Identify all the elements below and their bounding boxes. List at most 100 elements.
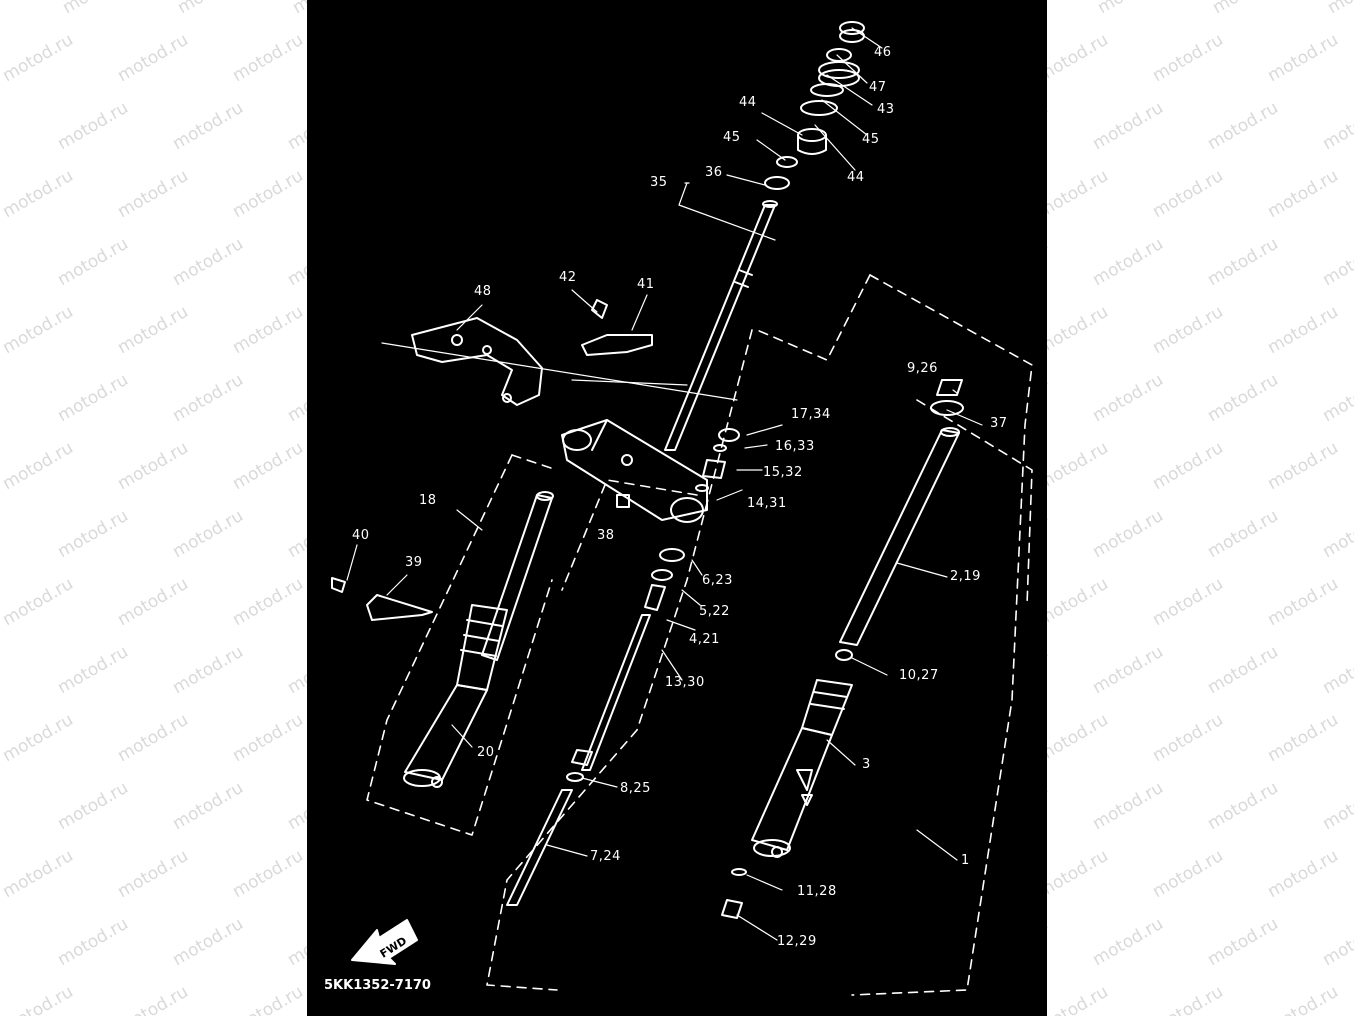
watermark-text: motod.ru <box>1149 301 1227 359</box>
watermark-text: motod.ru <box>1324 0 1354 18</box>
left-fork <box>403 491 554 788</box>
callout-4-21: 4,21 <box>689 632 720 647</box>
callout-20: 20 <box>477 745 495 760</box>
callout-41: 41 <box>637 277 655 292</box>
callout-18: 18 <box>419 493 437 508</box>
callout-9-26: 9,26 <box>907 361 938 376</box>
callout-11-28: 11,28 <box>797 884 837 899</box>
watermark-text: motod.ru <box>114 845 192 903</box>
headlight-bracket <box>411 317 543 406</box>
callout-3: 3 <box>862 757 871 772</box>
watermark-text: motod.ru <box>0 981 77 1016</box>
watermark-text: motod.ru <box>1319 777 1354 835</box>
callout-42: 42 <box>559 270 577 285</box>
watermark-text: motod.ru <box>169 913 247 971</box>
watermark-text: motod.ru <box>174 0 252 18</box>
diagram-drawing <box>331 21 1033 996</box>
watermark-text: motod.ru <box>1149 437 1227 495</box>
watermark-text: motod.ru <box>1204 777 1282 835</box>
watermark-text: motod.ru <box>114 709 192 767</box>
watermark-text: motod.ru <box>169 777 247 835</box>
watermark-text: motod.ru <box>1319 505 1354 563</box>
watermark-text: motod.ru <box>1089 641 1167 699</box>
fwd-arrow <box>351 919 418 965</box>
callout-7-24: 7,24 <box>590 849 621 864</box>
callout-35: 35 <box>650 175 668 190</box>
callout-46: 46 <box>874 45 892 60</box>
watermark-text: motod.ru <box>54 233 132 291</box>
watermark-text: motod.ru <box>1319 913 1354 971</box>
callout-45-right: 45 <box>862 132 880 147</box>
diagram-code: 5KK1352-7170 <box>324 978 431 993</box>
watermark-text: motod.ru <box>1149 29 1227 87</box>
watermark-text: motod.ru <box>1149 165 1227 223</box>
parts-diagram: FWD 46 47 43 45 44 44 45 36 35 42 41 48 … <box>307 0 1047 1016</box>
callout-15-32: 15,32 <box>763 465 803 480</box>
watermark-text: motod.ru <box>229 709 307 767</box>
watermark-text: motod.ru <box>114 301 192 359</box>
watermark-text: motod.ru <box>1204 505 1282 563</box>
assembly-outline-dashed <box>366 274 1033 996</box>
watermark-text: motod.ru <box>1089 505 1167 563</box>
watermark-text: motod.ru <box>1149 573 1227 631</box>
callout-10-27: 10,27 <box>899 668 939 683</box>
watermark-text: motod.ru <box>1204 233 1282 291</box>
watermark-text: motod.ru <box>0 0 22 18</box>
callout-36: 36 <box>705 165 723 180</box>
watermark-text: motod.ru <box>1149 845 1227 903</box>
watermark-text: motod.ru <box>169 369 247 427</box>
watermark-text: motod.ru <box>1264 981 1342 1016</box>
watermark-text: motod.ru <box>229 981 307 1016</box>
watermark-text: motod.ru <box>229 301 307 359</box>
watermark-text: motod.ru <box>169 233 247 291</box>
watermark-text: motod.ru <box>1204 641 1282 699</box>
cable-guide-bracket <box>581 299 653 356</box>
steering-bearings <box>764 21 865 190</box>
watermark-text: motod.ru <box>0 845 77 903</box>
steering-stem <box>664 200 778 451</box>
damper-assembly <box>506 428 740 906</box>
watermark-text: motod.ru <box>1089 97 1167 155</box>
watermark-text: motod.ru <box>0 709 77 767</box>
watermark-text: motod.ru <box>1319 641 1354 699</box>
watermark-text: motod.ru <box>54 913 132 971</box>
callout-17-34: 17,34 <box>791 407 831 422</box>
callout-13-30: 13,30 <box>665 675 705 690</box>
watermark-text: motod.ru <box>1089 913 1167 971</box>
callout-48: 48 <box>474 284 492 299</box>
watermark-text: motod.ru <box>1089 233 1167 291</box>
watermark-text: motod.ru <box>1204 913 1282 971</box>
callout-40: 40 <box>352 528 370 543</box>
watermark-text: motod.ru <box>114 165 192 223</box>
watermark-text: motod.ru <box>59 0 137 18</box>
watermark-text: motod.ru <box>1264 845 1342 903</box>
leader-lines <box>346 27 983 941</box>
callout-37: 37 <box>990 416 1008 431</box>
watermark-text: motod.ru <box>169 505 247 563</box>
watermark-text: motod.ru <box>1149 709 1227 767</box>
watermark-text: motod.ru <box>1319 97 1354 155</box>
watermark-text: motod.ru <box>229 165 307 223</box>
watermark-text: motod.ru <box>229 845 307 903</box>
watermark-text: motod.ru <box>1264 437 1342 495</box>
watermark-text: motod.ru <box>54 641 132 699</box>
watermark-text: motod.ru <box>1264 709 1342 767</box>
callout-8-25: 8,25 <box>620 781 651 796</box>
watermark-text: motod.ru <box>54 505 132 563</box>
callout-14-31: 14,31 <box>747 496 787 511</box>
reflector-parts <box>331 577 433 621</box>
watermark-text: motod.ru <box>1209 0 1287 18</box>
under-bracket <box>561 419 708 523</box>
watermark-text: motod.ru <box>1264 29 1342 87</box>
watermark-text: motod.ru <box>229 29 307 87</box>
callout-45-left: 45 <box>723 130 741 145</box>
callout-1: 1 <box>961 853 970 868</box>
watermark-text: motod.ru <box>229 437 307 495</box>
watermark-text: motod.ru <box>169 641 247 699</box>
callout-16-33: 16,33 <box>775 439 815 454</box>
callout-44-left: 44 <box>739 95 757 110</box>
watermark-text: motod.ru <box>114 981 192 1016</box>
watermark-text: motod.ru <box>0 301 77 359</box>
watermark-text: motod.ru <box>114 573 192 631</box>
callout-39: 39 <box>405 555 423 570</box>
